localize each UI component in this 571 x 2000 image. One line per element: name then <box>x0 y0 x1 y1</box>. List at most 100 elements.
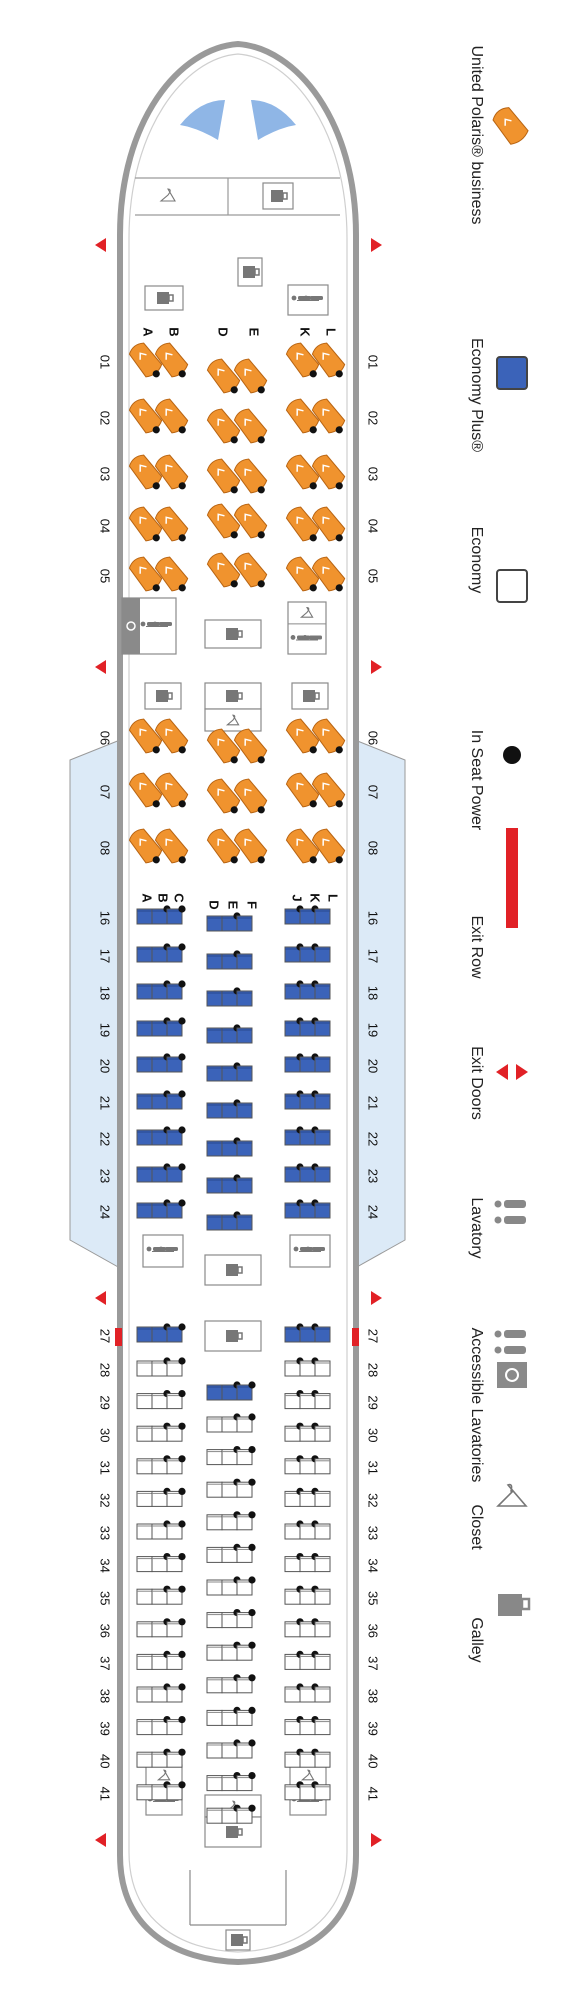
polaris-seat <box>311 342 346 378</box>
lavatory-icon <box>290 635 322 641</box>
polaris-seat <box>154 828 189 864</box>
row-number-left: 28 <box>98 1363 113 1377</box>
economy-seat <box>166 1556 183 1573</box>
legend-item: In Seat Power <box>468 730 521 831</box>
seat <box>206 1546 223 1563</box>
exit-door-arrows-icon <box>496 1064 528 1080</box>
power-dot-icon <box>248 1576 256 1584</box>
seat <box>166 1357 186 1377</box>
closet-hanger-shape <box>159 188 176 202</box>
seat <box>136 1393 153 1410</box>
seat <box>206 990 223 1007</box>
legend-item: Lavatory <box>468 1197 526 1259</box>
closet-hanger-shape <box>156 1769 171 1781</box>
polaris-seat-chevron <box>296 408 304 416</box>
legend-item: Closet <box>468 1483 528 1550</box>
polaris-seat-chevron <box>217 418 225 426</box>
polaris-seat-shell <box>311 398 346 434</box>
exit-door-arrow-left <box>95 660 106 674</box>
lavatory-person-head <box>494 1346 502 1354</box>
row-number-right: 33 <box>366 1526 381 1540</box>
seat <box>206 1214 223 1231</box>
exit-door-arrow-right <box>371 1833 382 1847</box>
column-letter: J <box>290 894 305 901</box>
column-letter: D <box>216 327 231 336</box>
seat <box>314 1490 331 1507</box>
polaris-seat-shell <box>154 772 189 808</box>
seat <box>166 1199 186 1219</box>
polaris-seat <box>311 506 346 542</box>
polaris-seat <box>311 828 346 864</box>
legend-item: Economy Plus® <box>468 338 528 452</box>
economy-seat <box>314 1458 331 1475</box>
right-wing <box>354 739 406 1269</box>
galley-box <box>204 619 262 649</box>
polaris-seat <box>285 556 320 592</box>
power-dot-icon <box>178 1053 186 1061</box>
power-dot-icon <box>178 1017 186 1025</box>
polaris-seat-chevron <box>296 782 304 790</box>
seat <box>299 1357 319 1377</box>
seat <box>166 1553 186 1573</box>
power-dot-icon <box>178 426 186 434</box>
seat <box>236 1140 253 1157</box>
seat <box>314 1686 331 1703</box>
economy-plus-seat <box>236 915 253 932</box>
row-number-left: 03 <box>98 467 113 481</box>
economy-seat <box>166 1653 183 1670</box>
left-wing <box>69 739 121 1269</box>
seat <box>166 1618 186 1638</box>
polaris-seat-chevron <box>217 513 225 521</box>
power-dot-icon <box>335 426 343 434</box>
galley-cup-icon <box>231 1934 243 1946</box>
seat <box>151 980 171 1000</box>
economy-plus-seat <box>166 908 183 925</box>
galley-cup-handle <box>282 192 288 200</box>
galley-cup-icon <box>303 690 315 702</box>
polaris-seat <box>285 342 320 378</box>
polaris-seat-shell <box>154 506 189 542</box>
lavatory-person-body <box>504 1216 526 1224</box>
polaris-seat-chevron <box>244 513 252 521</box>
seat <box>136 1458 153 1475</box>
polaris-seat <box>128 556 163 592</box>
polaris-seat-shell <box>128 506 163 542</box>
economy-plus-seat <box>166 1093 183 1110</box>
seat <box>314 1020 331 1037</box>
power-dot-icon <box>309 584 317 592</box>
seat <box>151 1422 171 1442</box>
column-letter: E <box>226 901 241 910</box>
polaris-seat-chevron <box>165 566 173 574</box>
polaris-seat-chevron <box>165 464 173 472</box>
polaris-seat-shell <box>154 556 189 592</box>
economy-seat <box>236 1546 253 1563</box>
lavatory-person-body <box>159 622 172 626</box>
polaris-seat <box>154 772 189 808</box>
power-dot-icon <box>178 856 186 864</box>
seat <box>206 1742 223 1759</box>
power-dot-icon <box>152 584 160 592</box>
polaris-seat-shell <box>311 342 346 378</box>
row-number-right: 05 <box>366 569 381 583</box>
column-letter: C <box>172 893 187 903</box>
seat <box>206 1416 223 1433</box>
galley <box>291 682 329 710</box>
seat <box>314 1588 331 1605</box>
seat <box>206 1709 223 1726</box>
power-dot-icon <box>178 1455 186 1463</box>
seat <box>206 1027 223 1044</box>
legend-label: Economy <box>468 527 485 594</box>
economy-plus-seat <box>166 1326 183 1343</box>
lavatory-person-head <box>146 1246 152 1252</box>
legend-item: Exit Doors <box>468 1046 528 1120</box>
power-dot-icon <box>178 1748 186 1756</box>
exit-door-arrow-left <box>95 1833 106 1847</box>
power-dot-icon <box>309 370 317 378</box>
polaris-seat-chevron <box>139 352 147 360</box>
row-number-right: 23 <box>366 1169 381 1183</box>
polaris-seat <box>128 342 163 378</box>
seat <box>236 1804 256 1824</box>
row-number-right: 20 <box>366 1059 381 1073</box>
polaris-seat <box>233 503 268 539</box>
economy-seat <box>236 1612 253 1629</box>
